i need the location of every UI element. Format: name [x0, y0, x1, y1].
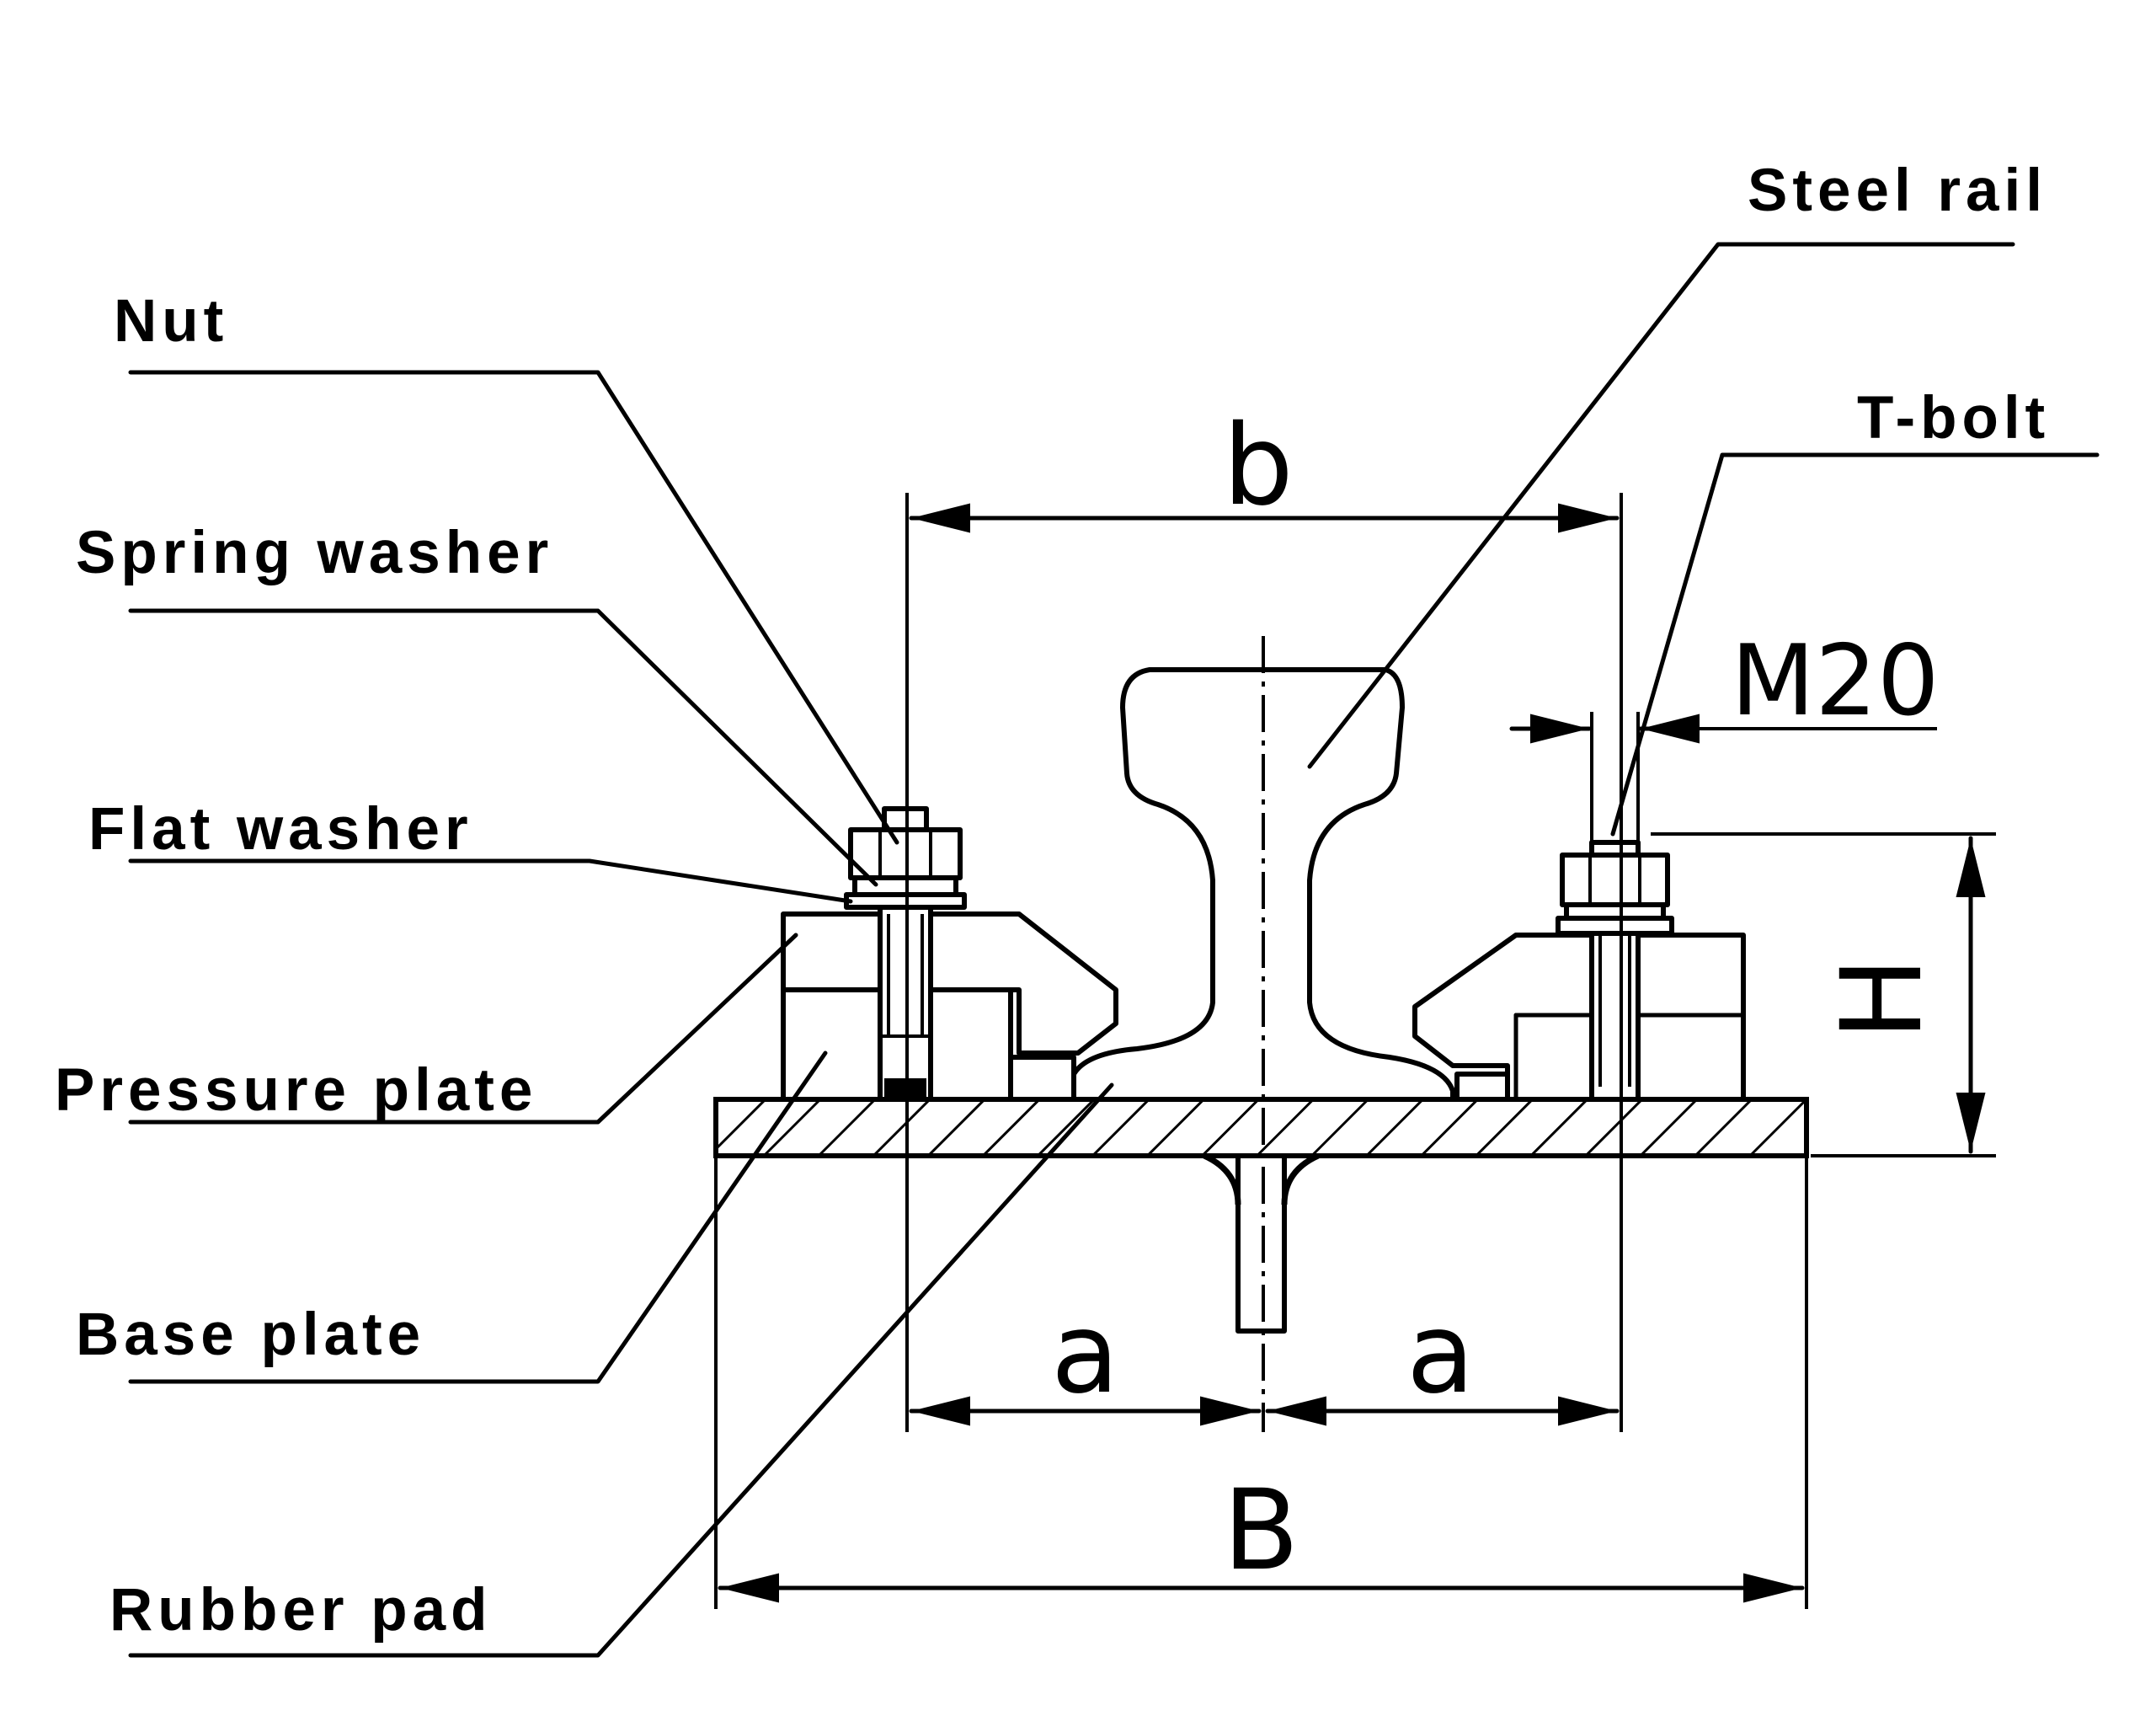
label-rubber-pad: Rubber pad: [109, 1577, 492, 1644]
label-base-plate: Base plate: [76, 1302, 425, 1368]
dim-H: H: [1817, 957, 1947, 1040]
left-clamp: [781, 806, 1118, 1102]
leader-base-plate: [128, 1050, 828, 1384]
right-clamp: [1412, 840, 1746, 1102]
leader-t-bolt: [1610, 452, 2100, 837]
label-flat-washer: Flat washer: [88, 796, 473, 863]
dim-b: b: [1223, 401, 1294, 531]
leader-nut: [128, 370, 899, 845]
leader-flat-washer: [128, 858, 853, 904]
leader-rubber-pad: [128, 1082, 1114, 1658]
leader-pressure-plate: [128, 933, 798, 1125]
label-t-bolt: T-bolt: [1857, 385, 2050, 452]
dim-B: B: [1223, 1466, 1299, 1596]
base-plate: [713, 1097, 1809, 1334]
dimension-lines: [714, 493, 1996, 1609]
leader-spring-washer: [128, 608, 878, 887]
label-pressure-plate: Pressure plate: [55, 1057, 537, 1124]
label-spring-washer: Spring washer: [76, 520, 553, 586]
dim-M20: M20: [1731, 624, 1940, 738]
leader-lines: [128, 242, 2100, 1658]
dim-a-right: a: [1406, 1289, 1475, 1419]
leader-steel-rail: [1307, 242, 2015, 769]
label-nut: Nut: [114, 288, 228, 355]
dim-a-left: a: [1051, 1289, 1119, 1419]
label-steel-rail: Steel rail: [1748, 158, 2047, 224]
